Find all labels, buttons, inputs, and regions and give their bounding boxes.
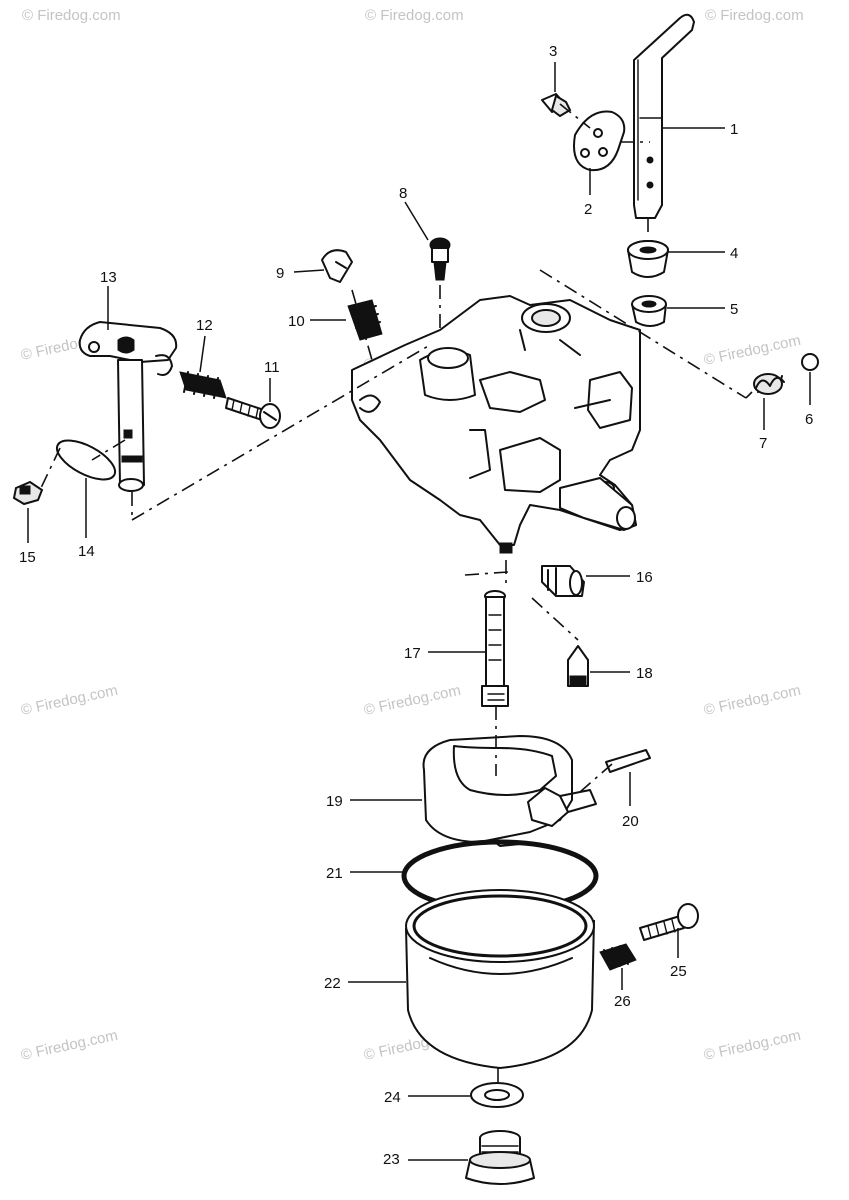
callout-6: 6 — [805, 411, 813, 428]
watermark-3: © Firedog.com — [705, 7, 804, 24]
callout-4: 4 — [730, 245, 738, 262]
callout-25: 25 — [670, 963, 687, 980]
callout-3: 3 — [549, 43, 557, 60]
drain-plug — [465, 1130, 535, 1185]
choke-screw — [541, 93, 572, 118]
callout-labels: 1 2 3 4 5 6 7 8 9 10 11 12 13 14 15 16 1… — [19, 43, 813, 1168]
check-ball — [801, 353, 819, 371]
choke-plate — [573, 110, 626, 172]
callout-10: 10 — [288, 313, 305, 330]
collar — [631, 295, 667, 327]
watermark-1: © Firedog.com — [22, 7, 121, 24]
leader-lines — [27, 62, 811, 1161]
float-pin — [605, 749, 651, 773]
callout-17: 17 — [404, 645, 421, 662]
inlet-needle — [567, 645, 589, 687]
callout-22: 22 — [324, 975, 341, 992]
bushing — [627, 240, 669, 278]
idle-spring — [347, 299, 383, 341]
throttle-spring — [179, 371, 227, 399]
idle-screw — [321, 249, 353, 283]
callout-23: 23 — [383, 1151, 400, 1168]
throttle-lever — [78, 321, 178, 492]
emulsion-tube — [481, 590, 509, 707]
drain-washer — [470, 1082, 524, 1108]
needle-seat — [541, 565, 585, 597]
throttle-plate-screw — [12, 480, 44, 506]
assembly-lines — [39, 103, 753, 1085]
callout-19: 19 — [326, 793, 343, 810]
callout-16: 16 — [636, 569, 653, 586]
callout-9: 9 — [276, 265, 284, 282]
callout-11: 11 — [264, 359, 280, 376]
callout-1: 1 — [730, 121, 738, 138]
callout-13: 13 — [100, 269, 117, 286]
watermark-9: © Firedog.com — [702, 682, 802, 719]
watermark-7: © Firedog.com — [19, 682, 119, 719]
callout-15: 15 — [19, 549, 36, 566]
callout-5: 5 — [730, 301, 738, 318]
choke-lever — [633, 13, 695, 219]
callout-2: 2 — [584, 201, 592, 218]
carburetor-body — [351, 295, 641, 554]
callout-7: 7 — [759, 435, 767, 452]
watermark-2: © Firedog.com — [365, 7, 464, 24]
check-spring — [753, 373, 785, 395]
callout-12: 12 — [196, 317, 213, 334]
watermark-8: © Firedog.com — [362, 682, 462, 719]
callout-14: 14 — [78, 543, 95, 560]
callout-8: 8 — [399, 185, 407, 202]
throttle-plate — [55, 439, 117, 481]
float-bowl — [405, 889, 595, 1069]
bowl-spring — [599, 943, 637, 971]
callout-20: 20 — [622, 813, 639, 830]
watermark-10: © Firedog.com — [19, 1027, 119, 1064]
pilot-screw — [429, 237, 451, 281]
callout-21: 21 — [326, 865, 343, 882]
callout-26: 26 — [614, 993, 631, 1010]
watermark-12: © Firedog.com — [702, 1027, 802, 1064]
watermark-6: © Firedog.com — [702, 332, 802, 369]
throttle-screw — [225, 397, 281, 429]
float — [422, 735, 597, 847]
bowl-screw — [639, 903, 699, 941]
callout-18: 18 — [636, 665, 653, 682]
callout-24: 24 — [384, 1089, 401, 1106]
